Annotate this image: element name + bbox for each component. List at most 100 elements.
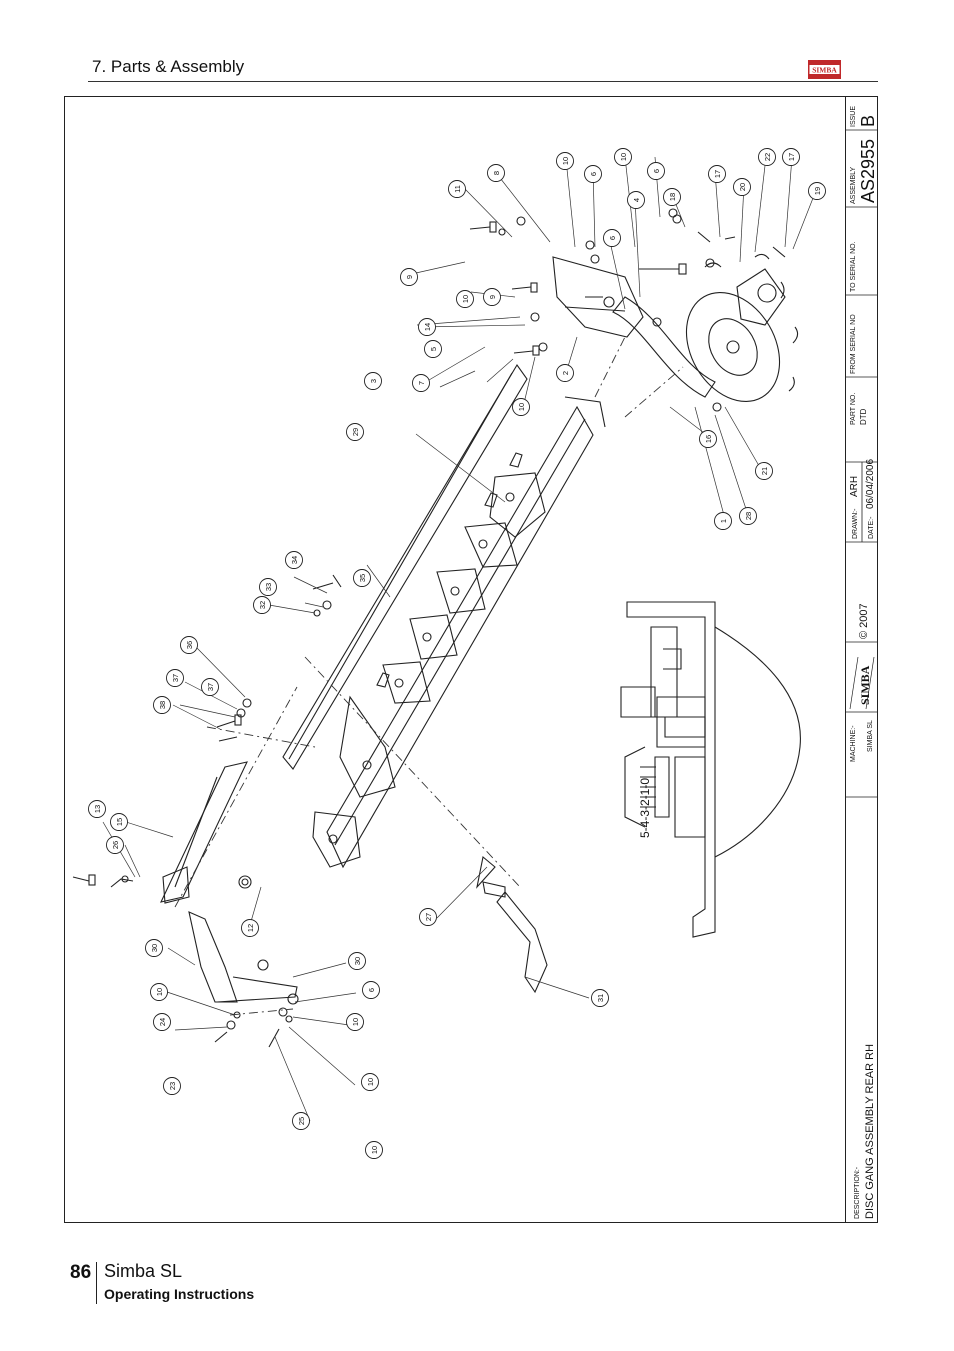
date-value: 06/04/2006 xyxy=(865,459,876,509)
footer-divider xyxy=(96,1262,97,1304)
callout-balloon: 22 xyxy=(758,148,776,166)
callout-balloon: 6 xyxy=(647,162,665,180)
lever-assembly xyxy=(160,761,248,903)
callout-balloon: 10 xyxy=(556,152,574,170)
callout-number: 32 xyxy=(258,601,267,609)
main-frame-channel xyxy=(326,405,594,869)
gang-beam xyxy=(282,363,528,770)
drawn-value: ARH xyxy=(849,476,860,497)
callout-balloon: 10 xyxy=(614,148,632,166)
callout-balloon: 10 xyxy=(361,1073,379,1091)
callout-balloon: 27 xyxy=(419,908,437,926)
callout-number: 10 xyxy=(461,295,470,303)
assembly-label: ASSEMBLY xyxy=(850,166,857,204)
callout-balloon: 2 xyxy=(556,364,574,382)
frame-bracket xyxy=(409,614,458,660)
callout-balloon: 10 xyxy=(456,290,474,308)
callout-balloon: 29 xyxy=(346,423,364,441)
callout-number: 6 xyxy=(608,236,617,240)
callout-number: 13 xyxy=(93,805,102,813)
callout-balloon: 1 xyxy=(714,512,732,530)
part-no-label: PART NO. xyxy=(850,393,857,425)
description-label: DESCRIPTION:- xyxy=(854,1166,861,1219)
scraper-bracket xyxy=(496,891,548,994)
to-serial-label: TO SERIAL NO. xyxy=(850,241,857,292)
callout-number: 10 xyxy=(351,1018,360,1026)
callout-number: 28 xyxy=(744,512,753,520)
frame-bracket xyxy=(464,522,518,568)
callout-balloon: 13 xyxy=(88,800,106,818)
callout-number: 26 xyxy=(111,841,120,849)
callout-balloon: 6 xyxy=(584,165,602,183)
callout-balloon: 11 xyxy=(448,180,466,198)
callout-number: 6 xyxy=(367,988,376,992)
callout-balloon: 31 xyxy=(591,989,609,1007)
callout-number: 11 xyxy=(453,185,462,193)
callout-balloon: 10 xyxy=(512,398,530,416)
callout-balloon: 17 xyxy=(782,148,800,166)
callout-balloon: 30 xyxy=(348,952,366,970)
callout-number: 38 xyxy=(158,701,167,709)
callout-balloon: 18 xyxy=(663,188,681,206)
callout-balloon: 5 xyxy=(424,340,442,358)
callout-balloon: 35 xyxy=(353,569,371,587)
detail-note: 5-4-3-2-1-0 xyxy=(638,778,652,838)
callout-balloon: 17 xyxy=(708,165,726,183)
callout-balloon: 3 xyxy=(364,372,382,390)
callout-balloon: 23 xyxy=(163,1077,181,1095)
callout-number: 5 xyxy=(429,347,438,351)
footer-subtitle: Operating Instructions xyxy=(104,1286,255,1302)
assembly-number: AS2955 xyxy=(858,139,878,203)
callout-balloon: 20 xyxy=(733,178,751,196)
arm-bracket xyxy=(552,256,644,338)
callout-balloon: 34 xyxy=(285,551,303,569)
callout-balloon: 6 xyxy=(603,229,621,247)
drawn-label: DRAWN:- xyxy=(852,508,859,539)
drawing-frame xyxy=(64,96,878,1223)
callout-balloon: 33 xyxy=(259,578,277,596)
callout-balloon: 37 xyxy=(201,678,219,696)
description-value: DISC GANG ASSEMBLY REAR RH xyxy=(864,1044,876,1219)
callout-balloon: 4 xyxy=(627,191,645,209)
callout-number: 3 xyxy=(369,379,378,383)
callout-number: 10 xyxy=(366,1078,375,1086)
callout-balloon: 30 xyxy=(145,939,163,957)
callout-balloon: 10 xyxy=(365,1141,383,1159)
callout-number: 12 xyxy=(246,924,255,932)
callout-balloon: 15 xyxy=(110,813,128,831)
page-number: 86 xyxy=(70,1262,92,1283)
callout-number: 10 xyxy=(517,403,526,411)
callout-number: 7 xyxy=(417,381,426,385)
simba-logo: SIMBA xyxy=(808,60,841,79)
callout-number: 24 xyxy=(158,1018,167,1026)
callout-number: 17 xyxy=(713,170,722,178)
issue-value: B xyxy=(858,115,878,127)
callout-balloon: 9 xyxy=(400,268,418,286)
callout-number: 37 xyxy=(171,674,180,682)
callout-balloon: 10 xyxy=(150,983,168,1001)
callout-number: 18 xyxy=(668,193,677,201)
callout-balloon: 32 xyxy=(253,596,271,614)
date-label: DATE:- xyxy=(868,516,875,539)
callout-number: 4 xyxy=(632,198,641,202)
callout-number: 21 xyxy=(760,467,769,475)
callout-balloon: 10 xyxy=(346,1013,364,1031)
callout-balloon: 19 xyxy=(808,182,826,200)
callout-balloon: 7 xyxy=(412,374,430,392)
copyright: © 2007 xyxy=(858,603,870,639)
machine-label: MACHINE:- xyxy=(850,725,857,762)
frame-bracket xyxy=(489,472,546,538)
callout-number: 6 xyxy=(652,169,661,173)
brand-stripes xyxy=(849,656,875,710)
from-serial-label: FROM SERIAL NO xyxy=(850,314,857,374)
callout-balloon: 25 xyxy=(292,1112,310,1130)
header-rule xyxy=(88,81,878,82)
detail-view xyxy=(626,601,716,938)
callout-balloon: 24 xyxy=(153,1013,171,1031)
logo-text: SIMBA xyxy=(812,65,837,74)
callout-number: 30 xyxy=(353,957,362,965)
footer-model: Simba SL xyxy=(104,1261,183,1281)
callout-balloon: 28 xyxy=(739,507,757,525)
callout-number: 8 xyxy=(492,171,501,175)
callout-number: 31 xyxy=(596,994,605,1002)
